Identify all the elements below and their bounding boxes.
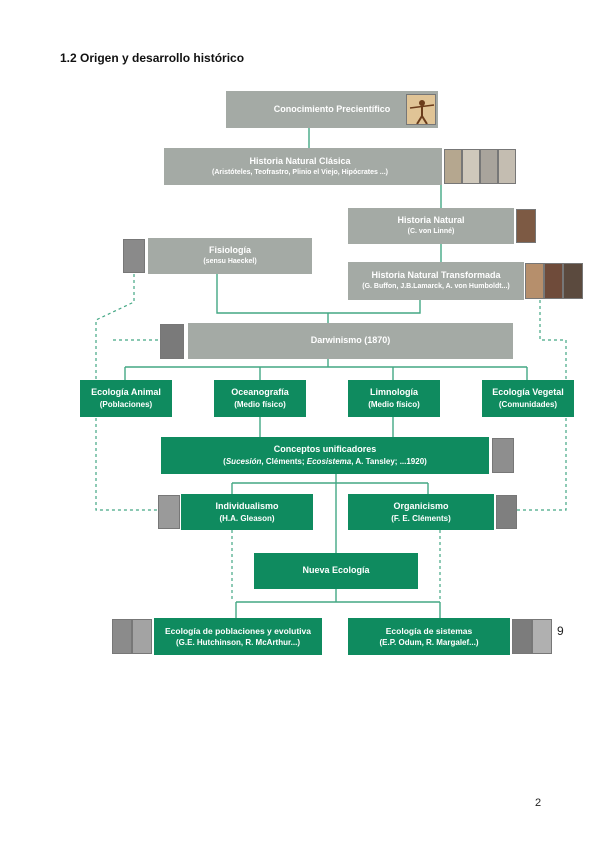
node-title: Ecología de sistemas (385, 625, 473, 636)
node-title: Ecología Vegetal (492, 387, 564, 398)
node-title: Ecología Animal (91, 387, 161, 398)
side-reference-number: 9 (557, 624, 564, 638)
portrait-aristoteles-icon (444, 149, 462, 184)
node-title: Nueva Ecología (302, 565, 370, 576)
portrait-plinio-icon (480, 149, 498, 184)
section-heading: 1.2 Origen y desarrollo histórico (60, 51, 245, 65)
node-subtitle: (sensu Haeckel) (203, 258, 257, 266)
node-historia-natural-clasica: Historia Natural Clásica (Aristóteles, T… (164, 148, 442, 185)
node-individualismo: Individualismo (H.A. Gleason) (181, 494, 313, 530)
paren-open: ( (223, 457, 226, 467)
portrait-teofrastro-icon (462, 149, 480, 184)
node-oceanografia: Oceanografía (Medio físico) (214, 380, 306, 417)
node-subtitle: (G.E. Hutchinson, R. McArthur...) (176, 637, 300, 647)
portrait-darwin-icon (160, 324, 184, 359)
portrait-linne-icon (516, 209, 536, 243)
node-subtitle: (Aristóteles, Teofrastro, Plinio el Viej… (212, 168, 388, 176)
node-title: Conocimiento Precientífico (273, 103, 391, 114)
node-title: Organicismo (393, 500, 449, 511)
node-title: Historia Natural Transformada (371, 270, 501, 281)
node-conocimiento-precientifico: Conocimiento Precientífico (226, 91, 438, 128)
portrait-odum-icon (512, 619, 532, 654)
node-fisiologia: Fisiología (sensu Haeckel) (148, 238, 312, 274)
term-ecosistema: Ecosistema (306, 457, 352, 467)
node-subtitle: (Poblaciones) (99, 400, 153, 410)
node-subtitle: (E.P. Odum, R. Margalef...) (379, 637, 479, 647)
portrait-mcarthur-icon (132, 619, 152, 654)
node-title: Conceptos unificadores (273, 444, 377, 455)
portrait-humboldt-icon (563, 263, 583, 299)
node-subtitle: (G. Buffon, J.B.Lamarck, A. von Humboldt… (362, 283, 510, 291)
node-limnologia: Limnología (Medio físico) (348, 380, 440, 417)
node-title: Oceanografía (231, 387, 289, 398)
node-subtitle: (Comunidades) (498, 400, 558, 410)
node-title: Ecología de poblaciones y evolutiva (165, 625, 311, 636)
portrait-gleason-icon (158, 495, 180, 529)
text-tansley: , A. Tansley; ...1920) (351, 457, 427, 467)
node-subtitle: (F. E. Cléments) (391, 513, 451, 523)
node-darwinismo: Darwinismo (1870) (188, 323, 513, 359)
portrait-hutchinson-icon (112, 619, 132, 654)
node-title: Fisiología (208, 245, 251, 256)
node-ecologia-sistemas: Ecología de sistemas (E.P. Odum, R. Marg… (348, 618, 510, 655)
node-title: Historia Natural (397, 215, 465, 226)
node-title: Darwinismo (1870) (310, 335, 391, 346)
portrait-haeckel-icon (123, 239, 145, 273)
node-historia-natural: Historia Natural (C. von Linné) (348, 208, 514, 244)
term-sucesion: Sucesión (225, 457, 262, 467)
node-subtitle: (Medio físico) (234, 400, 286, 410)
node-subtitle: (Sucesión, Cléments; Ecosistema, A. Tans… (223, 456, 427, 468)
node-subtitle: (Medio físico) (368, 400, 420, 410)
node-subtitle: (C. von Linné) (407, 228, 455, 236)
node-nueva-ecologia: Nueva Ecología (254, 553, 418, 589)
portrait-tansley-icon (492, 438, 514, 473)
portrait-clements-icon (496, 495, 517, 529)
portrait-lamarck-icon (544, 263, 563, 299)
portrait-hipocrates-icon (498, 149, 516, 184)
node-subtitle: (H.A. Gleason) (219, 513, 275, 523)
node-title: Individualismo (215, 500, 279, 511)
text-clements: , Cléments; (261, 457, 307, 467)
node-ecologia-animal: Ecología Animal (Poblaciones) (80, 380, 172, 417)
node-organicismo: Organicismo (F. E. Cléments) (348, 494, 494, 530)
node-title: Limnología (370, 387, 418, 398)
node-historia-natural-transformada: Historia Natural Transformada (G. Buffon… (348, 262, 524, 300)
portrait-buffon-icon (525, 263, 544, 299)
node-ecologia-vegetal: Ecología Vegetal (Comunidades) (482, 380, 574, 417)
node-title: Historia Natural Clásica (249, 155, 351, 166)
node-ecologia-poblaciones: Ecología de poblaciones y evolutiva (G.E… (154, 618, 322, 655)
portrait-margalef-icon (532, 619, 552, 654)
prehistoric-hunter-icon (406, 94, 436, 125)
node-conceptos-unificadores: Conceptos unificadores (Sucesión, Clémen… (161, 437, 489, 474)
page-number: 2 (535, 797, 542, 809)
